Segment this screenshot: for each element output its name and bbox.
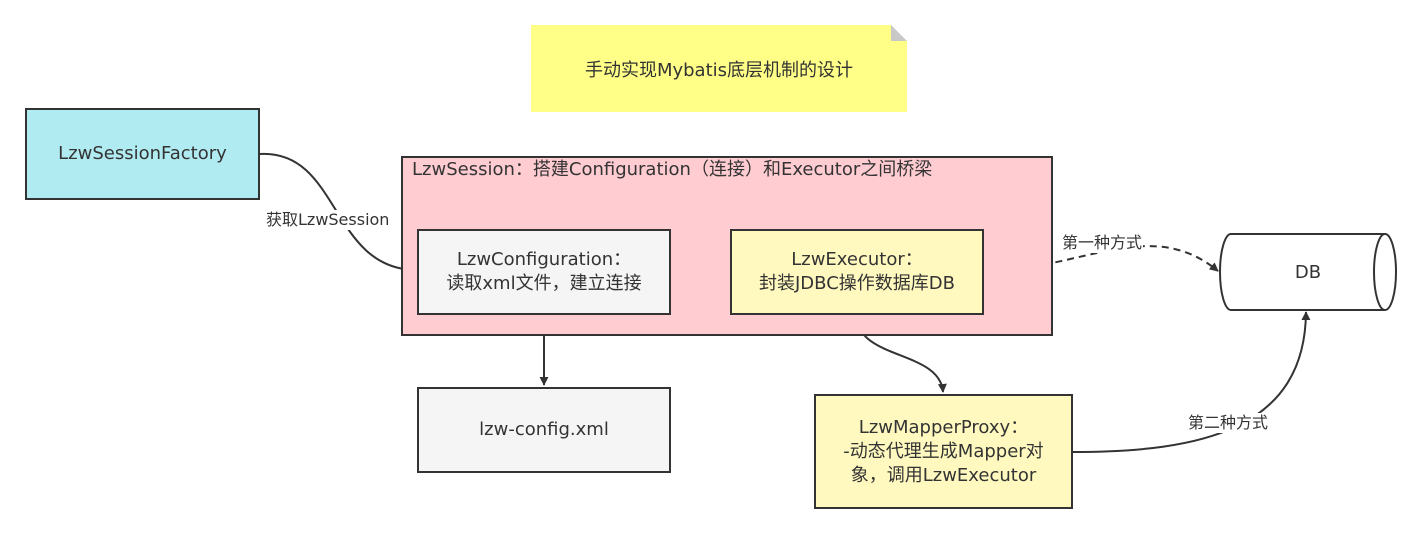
session-factory-label: LzwSessionFactory (58, 143, 227, 164)
session-container-title: LzwSession：搭建Configuration（连接）和Executor之… (412, 159, 933, 180)
db-label: DB (1294, 261, 1322, 283)
mapper-proxy-box[interactable]: LzwMapperProxy： -动态代理生成Mapper对 象，调用LzwEx… (814, 394, 1073, 509)
executor-desc: 封装JDBC操作数据库DB (759, 273, 955, 294)
db-cylinder-rim (1373, 233, 1386, 311)
config-xml-label: lzw-config.xml (479, 419, 609, 440)
mapper-proxy-title: LzwMapperProxy： (858, 416, 1029, 438)
config-xml-box[interactable]: lzw-config.xml (417, 387, 671, 473)
session-factory-box[interactable]: LzwSessionFactory (25, 108, 260, 200)
executor-box[interactable]: LzwExecutor： 封装JDBC操作数据库DB (730, 229, 984, 315)
configuration-title: LzwConfiguration： (456, 249, 632, 270)
edge-label-get-session: 获取LzwSession (265, 210, 391, 230)
executor-title: LzwExecutor： (791, 249, 923, 270)
title-note: 手动实现Mybatis底层机制的设计 (531, 25, 907, 112)
configuration-box[interactable]: LzwConfiguration： 读取xml文件，建立连接 (417, 229, 671, 315)
mapper-proxy-desc-1: -动态代理生成Mapper对 (843, 440, 1044, 462)
edge-label-first-way: 第一种方式 (1061, 233, 1144, 253)
mapper-proxy-desc-2: 象，调用LzwExecutor (850, 464, 1037, 486)
title-note-text: 手动实现Mybatis底层机制的设计 (584, 59, 854, 81)
db-label-wrap: DB (1220, 234, 1396, 310)
configuration-desc: 读取xml文件，建立连接 (446, 273, 642, 294)
note-fold-corner (891, 25, 907, 41)
edge-factory-to-configuration (259, 152, 416, 275)
edge-label-second-way: 第二种方式 (1187, 413, 1270, 433)
